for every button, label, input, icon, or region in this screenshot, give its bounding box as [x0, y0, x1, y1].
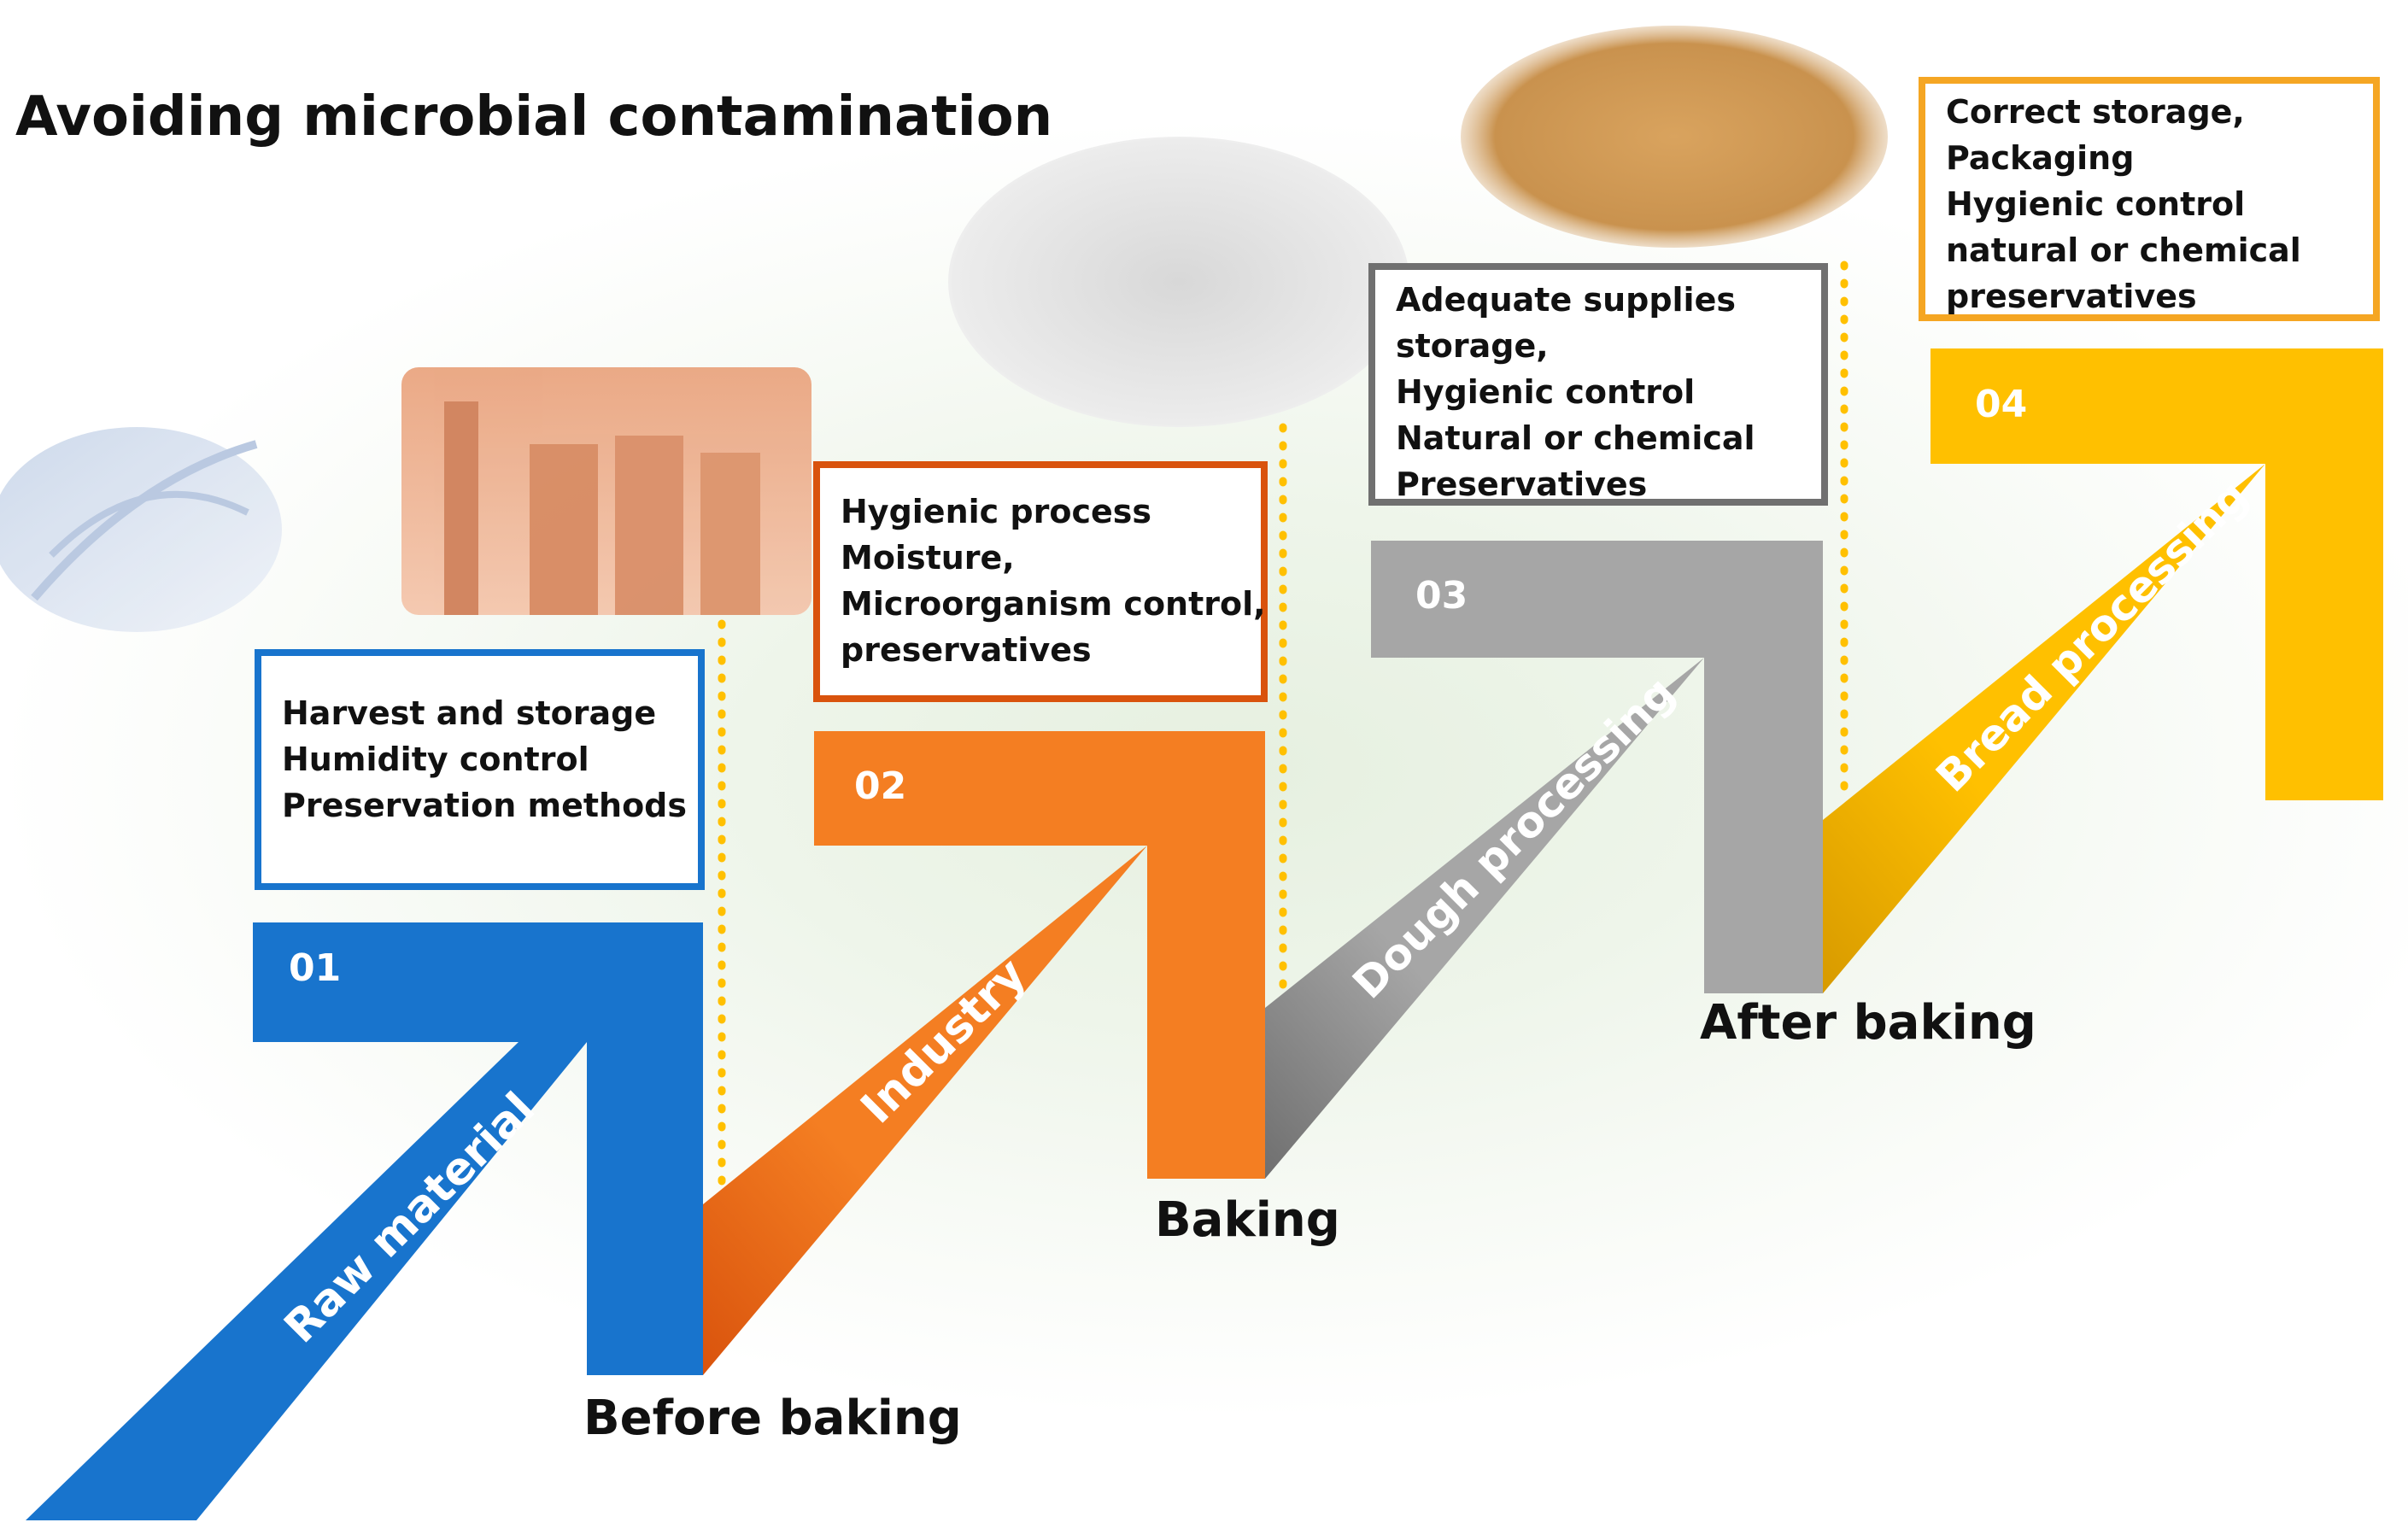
step-arrow-2: [703, 731, 1265, 1375]
stage-label-before-baking: Before baking: [583, 1391, 962, 1446]
note-line: Adequate supplies: [1396, 281, 1736, 319]
step-arrow-4: [1823, 348, 2383, 993]
note-line: storage,: [1396, 327, 1549, 365]
step-arrow-1: [26, 922, 703, 1520]
note-line: Moisture,: [841, 539, 1015, 577]
step-number-4: 04: [1975, 383, 2027, 426]
arrow-label-4: Bread processing: [1926, 471, 2258, 802]
note-line: Preservation methods: [282, 787, 687, 824]
note-line: Correct storage,: [1946, 93, 2245, 131]
note-line: Preservatives: [1396, 466, 1648, 503]
note-line: natural or chemical: [1946, 231, 2301, 269]
arrow-label-1: Raw material: [275, 1083, 545, 1353]
note-box-1: Harvest and storage Humidity control Pre…: [255, 649, 705, 890]
note-line: Humidity control: [282, 741, 589, 778]
page-title: Avoiding microbial contamination: [15, 85, 1053, 149]
note-line: Hygienic process: [841, 493, 1151, 530]
note-box-3: Adequate supplies storage, Hygienic cont…: [1368, 263, 1828, 506]
step-number-3: 03: [1415, 574, 1468, 618]
eggs-image: [948, 137, 1409, 427]
arrow-label-2: Industry: [852, 949, 1036, 1133]
wheat-image: [0, 427, 282, 632]
note-box-2: Hygienic process Moisture, Microorganism…: [813, 461, 1268, 702]
note-line: preservatives: [1946, 278, 2197, 315]
note-line: Hygienic control: [1946, 185, 2246, 223]
step-arrow-3: [1265, 541, 1823, 1179]
bread-image: [1461, 26, 1888, 248]
stage-label-after-baking: After baking: [1700, 995, 2036, 1051]
dotted-guides: [718, 261, 1848, 1192]
note-line: Microorganism control,: [841, 585, 1266, 623]
step-number-2: 02: [854, 764, 906, 808]
step-number-1: 01: [289, 946, 341, 990]
note-line: Hygienic control: [1396, 373, 1696, 411]
note-box-4: Correct storage, Packaging Hygienic cont…: [1919, 77, 2380, 321]
stage-label-baking: Baking: [1155, 1192, 1340, 1248]
note-line: Harvest and storage: [282, 694, 657, 732]
arrow-label-3: Dough processing: [1343, 667, 1684, 1008]
silos-image: [401, 367, 811, 615]
note-line: Natural or chemical: [1396, 419, 1755, 457]
note-line: preservatives: [841, 631, 1092, 669]
note-line: Packaging: [1946, 139, 2135, 177]
